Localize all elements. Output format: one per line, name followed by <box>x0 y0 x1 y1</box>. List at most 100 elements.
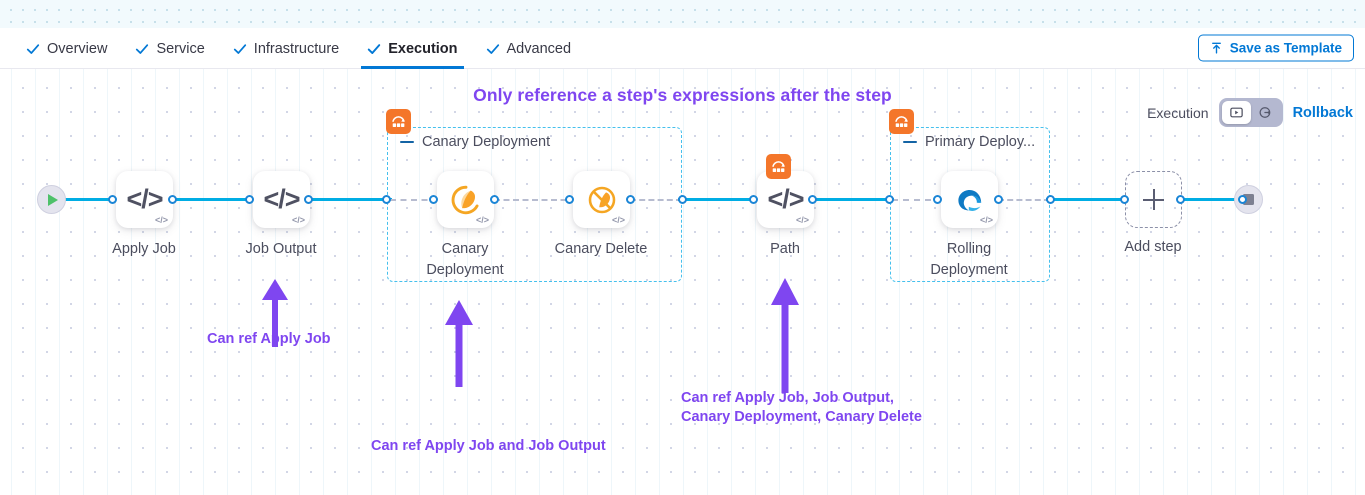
wire-canary-deployment-to-canary-delete <box>494 199 576 201</box>
annotation-job-output-text: Can ref Apply Job <box>207 331 331 347</box>
wire-canary-group-to-path <box>678 198 758 201</box>
tab-list: Overview Service Infrastructure Executio… <box>12 28 585 69</box>
annotation-arrow-canary-deployment <box>445 300 473 387</box>
tab-service-label: Service <box>156 40 205 57</box>
rollback-link[interactable]: Rollback <box>1292 104 1353 121</box>
code-icon: </> <box>767 184 804 214</box>
execution-label: Execution <box>1147 104 1209 121</box>
start-node[interactable] <box>37 185 66 214</box>
code-badge-icon: </> <box>979 215 993 225</box>
tab-infrastructure[interactable]: Infrastructure <box>219 28 353 69</box>
tab-infrastructure-label: Infrastructure <box>253 40 340 57</box>
annotation-arrow-path <box>771 278 799 393</box>
save-as-template-button[interactable]: Save as Template <box>1197 34 1354 62</box>
step-node-job-output-label: Job Output <box>245 241 317 257</box>
add-step-button[interactable] <box>1125 171 1182 228</box>
connector-dot-canary-delete-in[interactable] <box>565 195 574 204</box>
wire-job-output-to-canary-group <box>308 198 392 201</box>
wire-primary-group-to-add-step <box>1046 198 1126 201</box>
page-headline: Only reference a step's expressions afte… <box>473 85 892 105</box>
play-box-icon <box>1229 107 1243 118</box>
connector-dot-add-step-out[interactable] <box>1176 195 1185 204</box>
mode-segmented-control[interactable] <box>1218 98 1283 127</box>
annotation-arrow-job-output <box>262 279 288 347</box>
check-icon <box>26 43 40 54</box>
step-node-canary-delete[interactable]: </> <box>573 171 630 228</box>
connector-dot-add-step-in[interactable] <box>1120 195 1129 204</box>
step-group-icon <box>766 154 791 179</box>
collapse-dash-icon[interactable] <box>400 140 414 144</box>
save-as-template-label: Save as Template <box>1229 40 1342 56</box>
tab-overview[interactable]: Overview <box>12 28 121 69</box>
connector-dot-end-in[interactable] <box>1238 195 1247 204</box>
add-step-label: Add step <box>1124 239 1182 255</box>
connector-dot-path-in[interactable] <box>749 195 758 204</box>
step-node-canary-deployment-label: Canary Deployment <box>426 241 504 278</box>
step-group-canary-deployment[interactable]: Canary Deployment <box>386 109 682 282</box>
connector-dot-primary-group-in[interactable] <box>885 195 894 204</box>
check-icon <box>368 43 381 54</box>
wire-apply-job-to-job-output <box>172 198 254 201</box>
step-group-primary-deployment[interactable]: Primary Deploy... <box>889 109 1050 282</box>
check-icon <box>136 43 149 54</box>
tab-overview-label: Overview <box>47 40 108 57</box>
connector-dot-canary-group-in[interactable] <box>382 195 391 204</box>
step-node-job-output[interactable]: </> </> <box>253 171 310 228</box>
pipeline-canvas[interactable]: Only reference a step's expressions afte… <box>0 69 1365 495</box>
code-badge-icon: </> <box>154 215 168 225</box>
step-group-icon <box>386 109 411 134</box>
connector-dot-canary-group-out[interactable] <box>678 195 687 204</box>
wire-canary-delete-to-group-out <box>630 199 682 201</box>
step-node-canary-delete-label: Canary Delete <box>554 241 648 257</box>
connector-dot-job-output-in[interactable] <box>245 195 254 204</box>
edge-icon <box>957 189 981 211</box>
execution-rollback-switch: Execution Rollback <box>1147 98 1353 127</box>
check-icon <box>486 43 499 54</box>
connector-dot-canary-deployment-in[interactable] <box>429 195 438 204</box>
plus-icon-vertical <box>1152 189 1155 210</box>
harness-canary-icon <box>451 185 478 214</box>
wire-path-to-primary-group <box>812 198 894 201</box>
wire-start-to-apply-job <box>62 198 118 201</box>
wire-rolling-deployment-to-primary-out <box>998 199 1050 201</box>
step-node-rolling-deployment[interactable]: </> <box>941 171 998 228</box>
connector-dot-apply-job-out[interactable] <box>168 195 177 204</box>
step-group-canary-deployment-header[interactable]: Canary Deployment <box>400 134 550 150</box>
connector-dot-apply-job-in[interactable] <box>108 195 117 204</box>
step-group-canary-deployment-title: Canary Deployment <box>422 134 551 150</box>
rollback-mode-button[interactable] <box>1251 101 1280 124</box>
tab-advanced[interactable]: Advanced <box>472 28 586 69</box>
connector-dot-canary-deployment-out[interactable] <box>490 195 499 204</box>
connector-dot-canary-delete-out[interactable] <box>626 195 635 204</box>
connector-dot-job-output-out[interactable] <box>304 195 313 204</box>
play-icon <box>48 193 58 206</box>
upload-icon <box>1211 42 1221 54</box>
step-node-canary-deployment[interactable]: </> <box>437 171 494 228</box>
connector-dot-path-out[interactable] <box>808 195 817 204</box>
step-group-icon <box>889 109 914 134</box>
check-icon <box>233 43 246 54</box>
step-node-apply-job-label: Apply Job <box>112 241 176 257</box>
connector-dot-rolling-deployment-in[interactable] <box>933 195 942 204</box>
step-node-rolling-deployment-label: Rolling Deployment <box>930 241 1008 278</box>
connector-dot-rolling-deployment-out[interactable] <box>994 195 1003 204</box>
tab-execution[interactable]: Execution <box>353 28 471 69</box>
tab-advanced-label: Advanced <box>506 40 572 57</box>
execution-mode-button[interactable] <box>1221 101 1251 124</box>
step-node-apply-job[interactable]: </> </> <box>116 171 173 228</box>
annotation-canary-deployment-text: Can ref Apply Job and Job Output <box>371 438 606 454</box>
step-group-glyph <box>895 116 908 127</box>
code-badge-icon: </> <box>795 215 809 225</box>
tab-execution-label: Execution <box>388 40 458 57</box>
rollback-clock-icon <box>1259 107 1270 118</box>
step-group-glyph <box>772 161 785 172</box>
step-node-path[interactable]: </> </> <box>757 154 814 228</box>
connector-dot-primary-group-out[interactable] <box>1046 195 1055 204</box>
harness-canary-delete-icon <box>588 186 615 213</box>
step-group-primary-deployment-header[interactable]: Primary Deploy... <box>903 134 1035 150</box>
collapse-dash-icon[interactable] <box>903 140 917 144</box>
code-badge-icon: </> <box>611 215 625 225</box>
stop-icon <box>1243 194 1254 205</box>
tab-service[interactable]: Service <box>121 28 218 69</box>
